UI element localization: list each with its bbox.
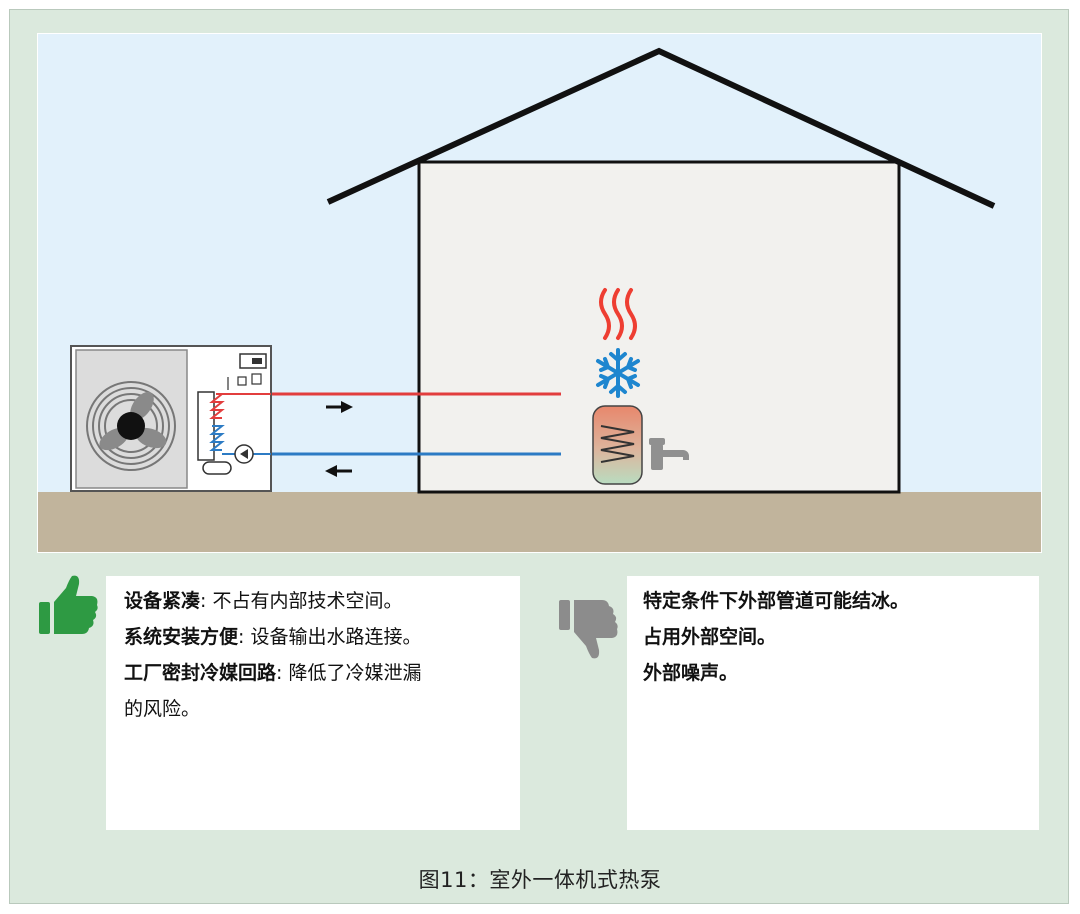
house-wall	[417, 160, 901, 494]
pro-item: 的风险。	[124, 698, 201, 720]
scene-illustration	[38, 47, 1041, 552]
hot-water-tank	[592, 405, 643, 485]
outdoor-heat-pump-unit	[70, 345, 272, 492]
con-item: 占用外部空间。	[643, 626, 777, 648]
house-roof	[326, 47, 996, 209]
heat-waves-icon	[599, 288, 637, 340]
thumbs-up-icon	[39, 575, 98, 634]
arrow-right-icon	[326, 401, 353, 413]
pro-item: 工厂密封冷媒回路: 降低了冷媒泄漏	[124, 662, 422, 684]
con-item: 特定条件下外部管道可能结冰。	[643, 590, 910, 612]
pro-item: 系统安装方便: 设备输出水路连接。	[124, 626, 422, 648]
pros-box: 设备紧凑: 不占有内部技术空间。 系统安装方便: 设备输出水路连接。 工厂密封冷…	[106, 576, 520, 830]
snowflake-icon	[596, 348, 640, 398]
thumbs-down-icon	[559, 600, 618, 659]
cons-box: 特定条件下外部管道可能结冰。 占用外部空间。 外部噪声。	[627, 576, 1039, 830]
pro-item: 设备紧凑: 不占有内部技术空间。	[124, 590, 403, 612]
faucet-icon	[649, 438, 689, 470]
arrow-left-icon	[325, 465, 352, 477]
fan-icon	[86, 381, 176, 471]
ground	[38, 492, 1041, 552]
con-item: 外部噪声。	[643, 662, 739, 684]
figure-caption: 图11：室外一体机式热泵	[418, 868, 662, 892]
house-scene	[37, 33, 1042, 553]
